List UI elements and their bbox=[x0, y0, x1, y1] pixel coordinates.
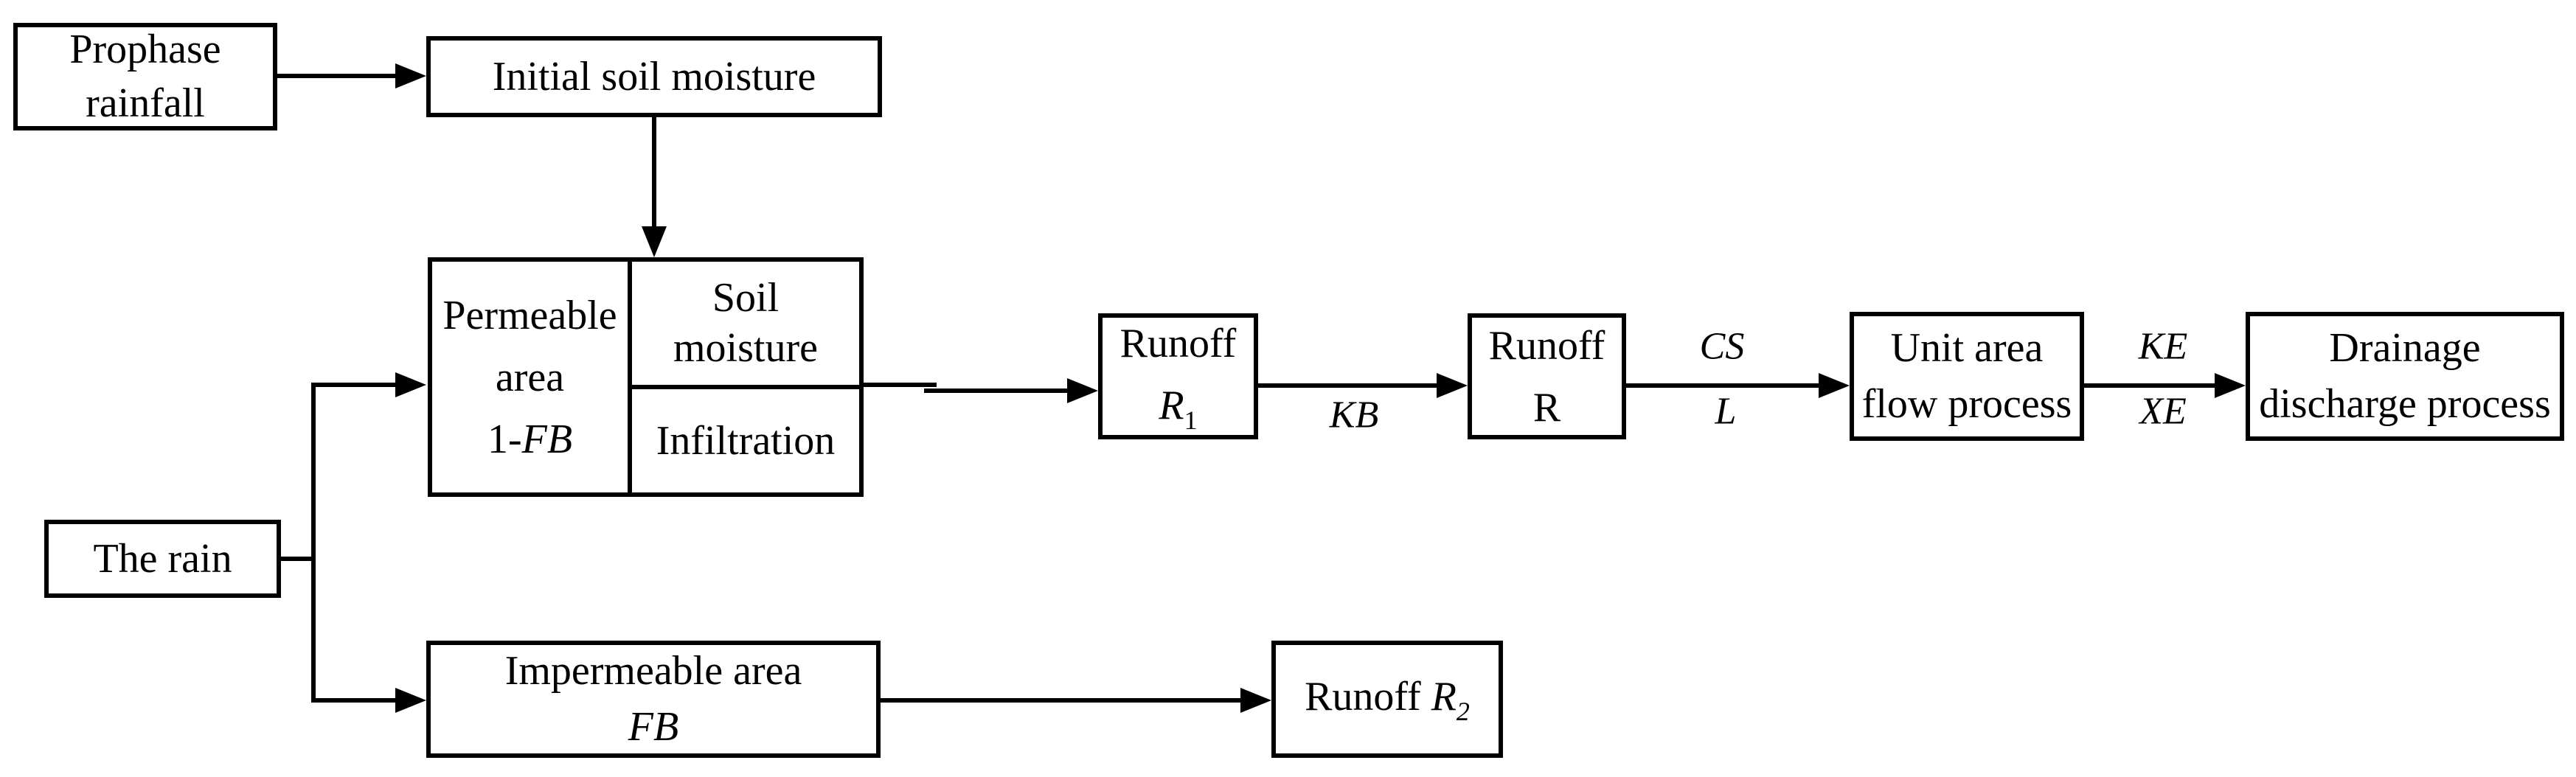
arrowhead-impermeable-to-r2-icon bbox=[1240, 688, 1271, 713]
box-runoff-r: Runoff R bbox=[1468, 313, 1626, 439]
connector-permeable-to-r1 bbox=[924, 388, 1069, 393]
box-the-rain-label: The rain bbox=[93, 535, 232, 582]
box-prophase-rainfall: Prophase rainfall bbox=[13, 23, 277, 130]
arrowhead-unit-to-drainage-icon bbox=[2215, 373, 2246, 398]
box-permeable-composite: Permeable area 1-FB Soil moisture Infilt… bbox=[428, 257, 864, 497]
arrowhead-prophase-to-initial-icon bbox=[395, 63, 426, 88]
edge-label-cs: CS bbox=[1699, 325, 1745, 368]
cell-infiltration-label: Infiltration bbox=[656, 417, 836, 464]
connector-rain-to-impermeable bbox=[311, 698, 395, 703]
box-runoff-r1-word: Runoff bbox=[1119, 321, 1237, 366]
arrowhead-rain-to-impermeable-icon bbox=[395, 688, 426, 713]
box-unit-area-flow: Unit area flow process bbox=[1850, 312, 2084, 441]
box-runoff-r1: Runoff R1 bbox=[1098, 313, 1258, 439]
edge-label-ke: KE bbox=[2138, 325, 2188, 368]
edge-label-l: L bbox=[1715, 390, 1737, 433]
box-prophase-rainfall-line2: rainfall bbox=[86, 80, 205, 126]
arrowhead-r1-to-r-icon bbox=[1437, 373, 1468, 398]
connector-permeable-out-upper bbox=[864, 383, 937, 387]
cell-permeable-area-line2: area bbox=[495, 354, 565, 400]
box-prophase-rainfall-line1: Prophase bbox=[69, 27, 221, 73]
box-runoff-r1-symbol: R1 bbox=[1159, 383, 1198, 435]
box-runoff-r-word: Runoff bbox=[1488, 322, 1605, 369]
box-the-rain: The rain bbox=[44, 520, 281, 598]
cell-permeable-area-line1: Permeable bbox=[442, 292, 617, 338]
box-unit-area-flow-line2: flow process bbox=[1861, 380, 2072, 427]
connector-r1-to-r bbox=[1258, 383, 1437, 388]
edge-label-xe: XE bbox=[2139, 390, 2187, 433]
box-unit-area-flow-line1: Unit area bbox=[1890, 324, 2044, 371]
cell-soil-moisture: Soil moisture bbox=[632, 262, 859, 385]
connector-rain-to-permeable bbox=[311, 383, 395, 387]
cell-permeable-area: Permeable area 1-FB bbox=[432, 262, 628, 492]
cell-soil-moisture-line2: moisture bbox=[673, 324, 818, 371]
box-runoff-r-symbol: R bbox=[1532, 384, 1561, 431]
box-impermeable-area-symbol: FB bbox=[628, 703, 679, 750]
box-drainage-discharge: Drainage discharge process bbox=[2246, 312, 2564, 441]
divider-permeable-vertical bbox=[628, 262, 632, 492]
connector-impermeable-to-r2 bbox=[881, 698, 1240, 703]
box-runoff-r2-label: Runoff R2 bbox=[1305, 673, 1470, 726]
box-runoff-r2: Runoff R2 bbox=[1271, 641, 1503, 758]
connector-prophase-to-initial bbox=[277, 74, 398, 78]
divider-permeable-horizontal bbox=[628, 385, 859, 389]
connector-rain-branch-vertical bbox=[311, 383, 316, 703]
cell-permeable-area-line3: 1-FB bbox=[487, 416, 573, 462]
connector-initial-to-permeable bbox=[652, 117, 656, 228]
box-drainage-discharge-line2: discharge process bbox=[2259, 380, 2551, 427]
arrowhead-initial-to-permeable-icon bbox=[642, 226, 667, 257]
edge-label-kb: KB bbox=[1329, 394, 1379, 436]
arrowhead-permeable-to-r1-icon bbox=[1067, 378, 1098, 403]
arrowhead-r-to-unit-icon bbox=[1819, 373, 1850, 398]
box-initial-soil-moisture-label: Initial soil moisture bbox=[492, 53, 816, 100]
cell-infiltration: Infiltration bbox=[632, 389, 859, 492]
connector-unit-to-drainage bbox=[2084, 383, 2215, 388]
box-impermeable-area: Impermeable area FB bbox=[426, 641, 881, 758]
box-drainage-discharge-line1: Drainage bbox=[2329, 324, 2481, 371]
connector-r-to-unit bbox=[1626, 383, 1819, 388]
box-impermeable-area-line1: Impermeable area bbox=[504, 647, 802, 694]
connector-rain-stub bbox=[281, 557, 316, 561]
box-initial-soil-moisture: Initial soil moisture bbox=[426, 36, 882, 117]
cell-soil-moisture-line1: Soil bbox=[712, 275, 780, 321]
arrowhead-rain-to-permeable-icon bbox=[395, 372, 426, 397]
